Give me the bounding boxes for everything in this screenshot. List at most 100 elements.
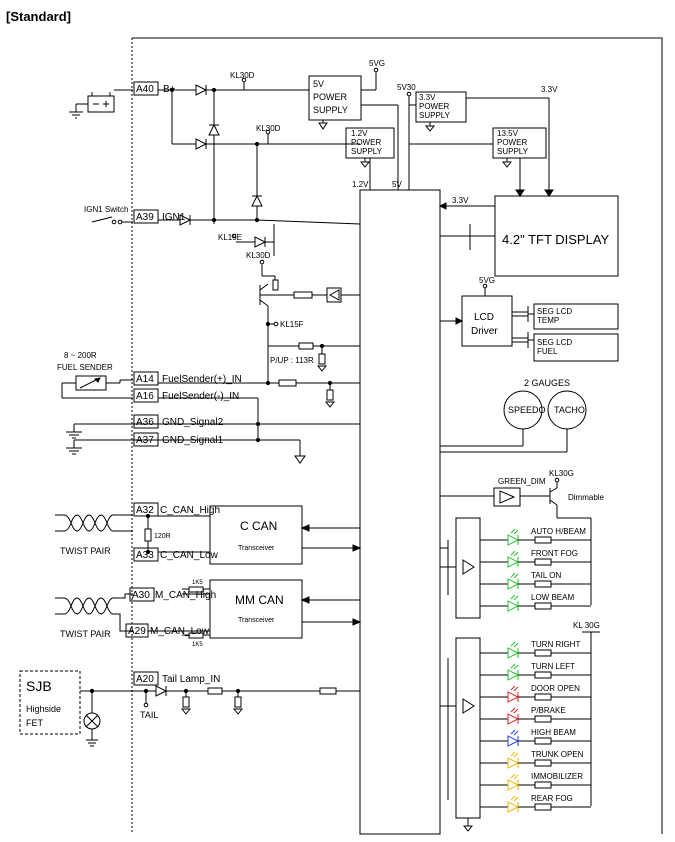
5vg-label-1: 5VG — [369, 59, 385, 68]
c-can-transceiver-label: Transceiver — [238, 545, 275, 552]
highside-label: Highside — [26, 704, 61, 714]
mm-can-transceiver-block — [209, 579, 303, 639]
pin-a36-box — [133, 414, 159, 429]
indicator-label: REAR FOG — [531, 794, 573, 803]
diode-bplus-2 — [195, 138, 208, 150]
3v3-label-1: 3.3V — [541, 85, 558, 94]
pin-a39-box — [133, 209, 159, 224]
kl30d-label-3: KL30D — [246, 251, 271, 260]
ign1-switch-label: IGN1 Switch — [84, 205, 128, 214]
indicator-turn-right: TURN RIGHT — [480, 640, 591, 659]
pin-a20: A20 — [136, 674, 154, 685]
dimmable-label: Dimmable — [568, 493, 605, 502]
pin-a33-box — [133, 547, 159, 562]
m-can-high-label: M_CAN_High — [155, 590, 216, 601]
pin-a30-box — [129, 587, 155, 602]
svg-text:SEG LCD: SEG LCD — [537, 338, 572, 347]
5vg-label-2: 5VG — [479, 276, 495, 285]
pin-a14-box — [133, 371, 159, 386]
cluster-outline — [132, 37, 663, 834]
r1k5-label-2: 1K5 — [192, 642, 203, 648]
indicator-label: TURN LEFT — [531, 662, 575, 671]
svg-text:1.2V: 1.2V — [351, 129, 368, 138]
diode-tail — [155, 685, 168, 697]
speedo-label: SPEEDO — [508, 405, 546, 415]
tail-lamp-bulb — [83, 712, 101, 730]
indicator-low-beam: LOW BEAM — [480, 593, 591, 612]
indicator-rear-fog: REAR FOG — [480, 794, 591, 813]
pin-a39: A39 — [136, 212, 154, 223]
kl30g2-label: KL 30G — [573, 621, 600, 630]
pin-a40-box — [133, 81, 159, 96]
twist-pair-m-can — [55, 593, 133, 632]
indicator-group-2: TURN RIGHT TURN LEFT DOOR OPEN P/BRAKE HIGH … — [480, 640, 591, 813]
pin-a40: A40 — [136, 84, 154, 95]
svg-text:Driver: Driver — [471, 326, 498, 337]
gnd2-label: GND_Signal2 — [162, 417, 224, 428]
indicator-high-beam: HIGH BEAM — [480, 728, 591, 747]
pin-a16-box — [133, 388, 159, 403]
c-can-label: C CAN — [240, 519, 277, 533]
indicator-label: P/BRAKE — [531, 706, 566, 715]
svg-text:5V: 5V — [313, 79, 324, 89]
indicator-label: TAIL ON — [531, 571, 561, 580]
pin-a16: A16 — [136, 391, 154, 402]
ground-symbol-a37 — [66, 440, 82, 455]
indicator-tail-on: TAIL ON — [480, 571, 591, 590]
indicator-auto-h-beam: AUTO H/BEAM — [480, 527, 591, 546]
pullup-label: P/UP : 113R — [270, 356, 314, 365]
fuel-sender-resistor — [61, 375, 133, 399]
power-supply-5v: 5V POWER SUPPLY — [308, 75, 362, 130]
indicator-label: FRONT FOG — [531, 549, 578, 558]
seg-lcd-fuel-block — [533, 333, 619, 362]
svg-text:POWER: POWER — [419, 102, 449, 111]
diode-kl15e — [254, 236, 267, 248]
svg-text:SUPPLY: SUPPLY — [497, 147, 529, 156]
c-can-high-label: C_CAN_High — [160, 505, 220, 516]
svg-text:3.3V: 3.3V — [419, 93, 436, 102]
sjb-block — [19, 670, 81, 735]
c-can-transceiver-block — [209, 505, 303, 565]
indicator-door-open: DOOR OPEN — [480, 684, 591, 703]
kl30g-label: KL30G — [549, 469, 574, 478]
pin-a30: A30 — [132, 590, 150, 601]
ign1-switch-symbol — [91, 216, 133, 225]
green-dim-label: GREEN_DIM — [498, 477, 546, 486]
transistor-kl15f — [259, 283, 294, 307]
indicator-driver-2 — [455, 637, 481, 819]
fuel-sender-label: FUEL SENDER — [57, 363, 113, 372]
pin-a33: A33 — [136, 550, 154, 561]
indicator-immobilizer: IMMOBILIZER — [480, 772, 591, 791]
indicator-front-fog: FRONT FOG — [480, 549, 591, 568]
dimmable-transistor — [549, 487, 558, 506]
indicator-turn-left: TURN LEFT — [480, 662, 591, 681]
svg-text:POWER: POWER — [313, 92, 348, 102]
indicator-group-1: AUTO H/BEAM FRONT FOG TAIL ON LOW BEAM — [480, 527, 591, 612]
ground-symbol-a36 — [66, 424, 82, 439]
tail-lamp-in-label: Tail Lamp_IN — [162, 674, 220, 685]
5v30-label: 5V30 — [397, 83, 416, 92]
r120-label: 120R — [154, 533, 171, 540]
1v2-label: 1.2V — [352, 180, 369, 189]
indicator-p-brake: P/BRAKE — [480, 706, 591, 725]
indicator-label: LOW BEAM — [531, 593, 574, 602]
kl15f-label: KL15F — [280, 320, 304, 329]
pin-a29: A29 — [128, 626, 146, 637]
mm-can-label: MM CAN — [235, 593, 284, 607]
kl30d-label-1: KL30D — [230, 71, 255, 80]
pin-a36: A36 — [136, 417, 154, 428]
3v3-label-2: 3.3V — [452, 196, 469, 205]
indicator-trunk-open: TRUNK OPEN — [480, 750, 591, 769]
pin-a32: A32 — [136, 505, 154, 516]
svg-text:SUPPLY: SUPPLY — [351, 147, 383, 156]
power-supply-33v: 3.3V POWER SUPPLY — [415, 91, 467, 132]
indicator-label: HIGH BEAM — [531, 728, 576, 737]
svg-text:SEG LCD: SEG LCD — [537, 307, 572, 316]
indicator-driver-1 — [455, 517, 481, 619]
c-can-low-label: C_CAN_Low — [160, 550, 219, 561]
fet-label: FET — [26, 718, 44, 728]
battery-symbol — [69, 89, 133, 119]
5v-label: 5V — [392, 180, 402, 189]
